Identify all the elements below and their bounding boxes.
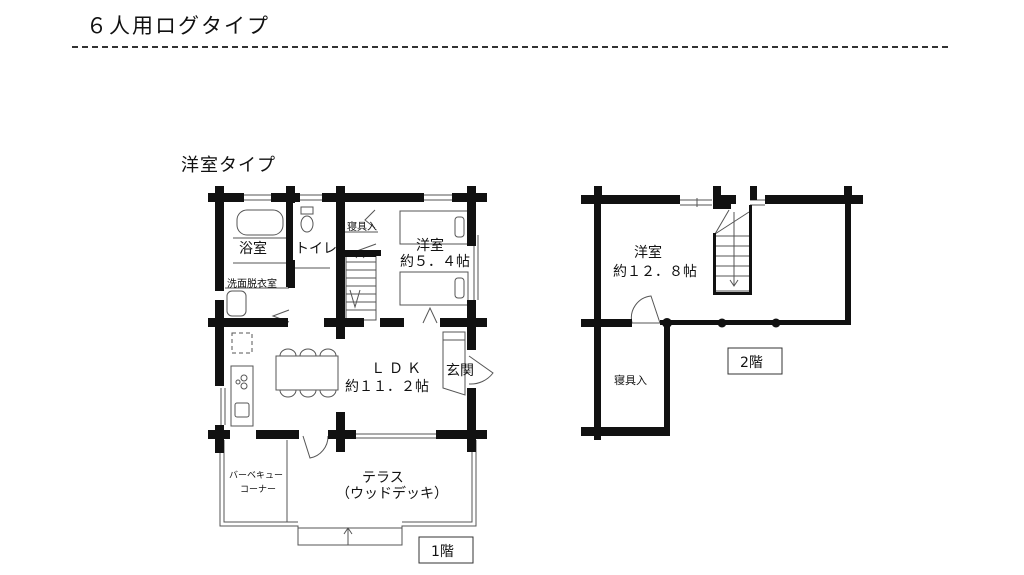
floor2-badge <box>727 347 783 375</box>
room-label-washroom: 洗面脱衣室 <box>227 277 277 290</box>
room-label-closet: 寝具入 <box>347 220 377 233</box>
staircase-icon <box>714 209 750 292</box>
entrance-door-icon <box>468 355 494 385</box>
floor1-walls <box>208 186 487 453</box>
plan-type-heading: 洋室タイプ <box>181 155 276 176</box>
room-label-bath: 浴室 <box>239 240 267 257</box>
bathtub-icon <box>236 209 284 236</box>
room-label-bedroom: 洋室 <box>416 237 444 254</box>
floor2-label: 2階 <box>740 355 763 371</box>
terrace-door-icon <box>302 435 329 459</box>
room-size-bedroom2: 約１２．８帖 <box>613 264 697 280</box>
dining-table-icon <box>275 355 339 391</box>
floor1-plan: 浴室 トイレ 洗面脱衣室 寝具入 洋室 約５．４帖 ＬＤＫ 約１１．２帖 玄関 … <box>208 186 494 564</box>
room-size-ldk: 約１１．２帖 <box>345 379 429 395</box>
room-label-bedroom2: 洋室 <box>634 244 662 261</box>
toilet-icon <box>300 206 314 215</box>
kitchen-counter-icon <box>230 365 254 427</box>
bed-icon <box>399 271 469 306</box>
washbasin-icon <box>226 290 247 317</box>
room-label-bbq-2: コーナー <box>240 484 276 495</box>
bedroom2-door-icon <box>630 295 661 324</box>
sink-icon <box>234 402 250 418</box>
refrigerator-icon <box>231 332 253 354</box>
floor2-walls <box>581 186 863 440</box>
room-label-toilet: トイレ <box>295 241 337 257</box>
room-label-bbq-1: バーベキュー <box>229 470 283 481</box>
terrace-outline <box>219 440 477 546</box>
title-divider <box>72 46 948 48</box>
page-title: ６人用ログタイプ <box>86 14 270 38</box>
room-size-bedroom: 約５．４帖 <box>400 254 470 270</box>
room-label-entrance: 玄関 <box>446 362 474 379</box>
room-label-ldk: ＬＤＫ <box>371 361 425 377</box>
floor1-label: 1階 <box>431 544 454 560</box>
room-label-terrace-sub: （ウッドデッキ） <box>336 485 448 502</box>
entrance-step-icon <box>442 331 466 396</box>
room-label-terrace: テラス <box>362 470 404 486</box>
room-label-closet2: 寝具入 <box>614 373 647 387</box>
floor2-plan: 洋室 約１２．８帖 寝具入 2階 <box>581 186 863 440</box>
floor1-badge <box>418 536 474 564</box>
